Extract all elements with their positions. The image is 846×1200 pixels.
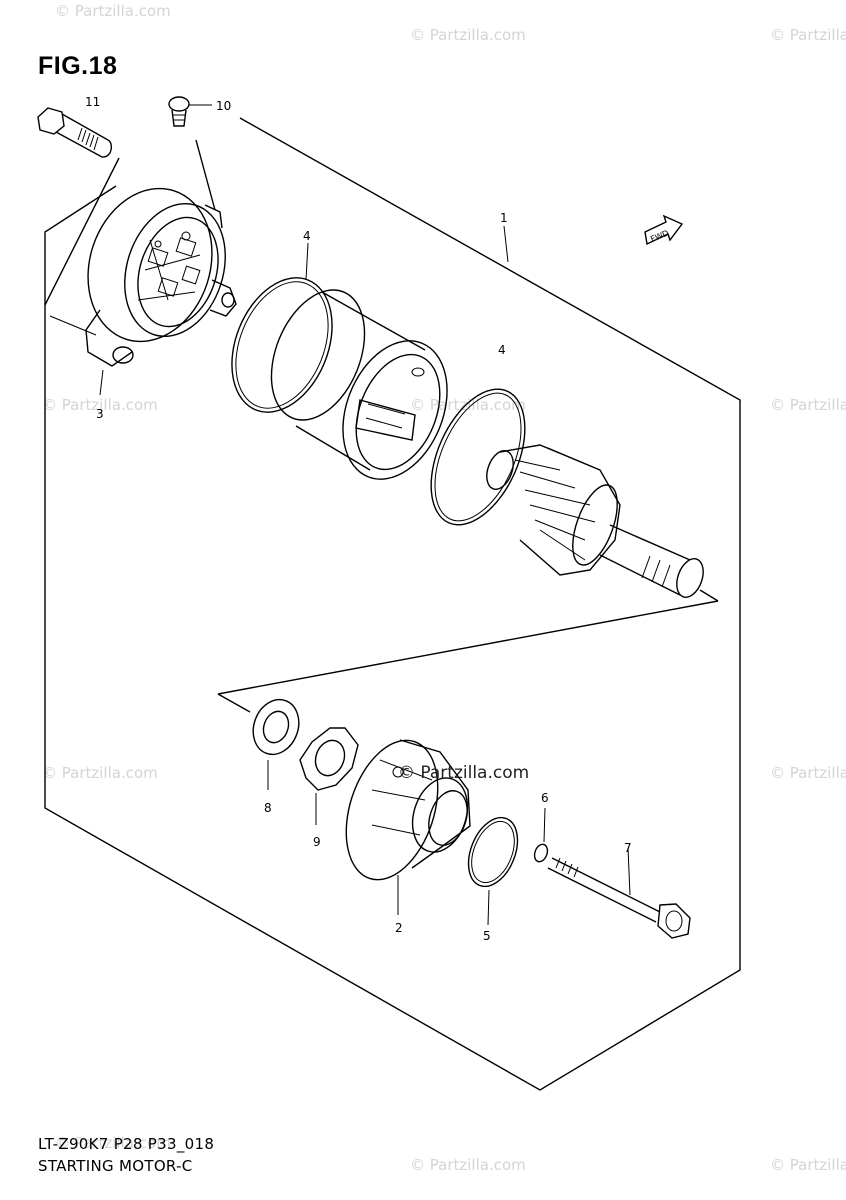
callout-1: 1 bbox=[500, 211, 508, 225]
assembly-outline bbox=[44, 117, 741, 1091]
watermark: © Partzilla.com bbox=[55, 2, 171, 20]
center-watermark: © Partzilla.com bbox=[398, 763, 529, 783]
watermark: © Partzilla.com bbox=[42, 396, 158, 414]
callout-8: 8 bbox=[264, 801, 272, 815]
front-bracket-part-2 bbox=[345, 739, 471, 915]
callout-7: 7 bbox=[624, 841, 632, 855]
callout-9: 9 bbox=[313, 835, 321, 849]
watermark: © Partzilla.com bbox=[770, 764, 846, 782]
callout-6: 6 bbox=[541, 791, 549, 805]
washer-part-8 bbox=[252, 698, 300, 790]
figure-title: FIG.18 bbox=[38, 52, 118, 80]
yoke-housing bbox=[270, 289, 448, 480]
brush-housing-part-3 bbox=[85, 187, 237, 396]
watermark: © Partzilla.com bbox=[410, 1156, 526, 1174]
callout-2: 2 bbox=[395, 921, 403, 935]
small-o-ring-part-6 bbox=[533, 807, 549, 863]
screw-part-10 bbox=[168, 96, 212, 127]
watermark: © Partzilla.com bbox=[410, 26, 526, 44]
lock-plate-part-9 bbox=[299, 727, 359, 825]
watermark-layer: © Partzilla.com © Partzilla.com © Partzi… bbox=[42, 2, 846, 1174]
fwd-arrow-icon: FWD bbox=[644, 214, 684, 246]
watermark: © Partzilla.com bbox=[770, 1156, 846, 1174]
watermark: © Partzilla.com bbox=[55, 1134, 171, 1152]
callout-11: 11 bbox=[85, 95, 100, 109]
o-ring-part-4-lower bbox=[430, 388, 526, 526]
through-bolt-part-7 bbox=[547, 847, 691, 939]
armature bbox=[486, 444, 704, 598]
figure-name: STARTING MOTOR-C bbox=[38, 1157, 193, 1175]
figure-code: LT-Z90K7 P28 P33_018 bbox=[38, 1135, 215, 1153]
callout-4: 4 bbox=[498, 343, 506, 357]
o-ring-part-5 bbox=[467, 816, 519, 926]
callout-10: 10 bbox=[216, 99, 231, 113]
watermark: © Partzilla.com bbox=[410, 396, 526, 414]
callout-4: 4 bbox=[303, 229, 311, 243]
bolt-part-11 bbox=[37, 107, 113, 158]
o-ring-part-4-upper bbox=[231, 242, 333, 413]
watermark: © Partzilla.com bbox=[770, 26, 846, 44]
callout-5: 5 bbox=[483, 929, 491, 943]
watermark: © Partzilla.com bbox=[770, 396, 846, 414]
callout-layer: 1 2 3 4 4 5 6 7 8 9 10 11 bbox=[85, 95, 632, 943]
watermark: © Partzilla.com bbox=[42, 764, 158, 782]
callout-3: 3 bbox=[96, 407, 104, 421]
